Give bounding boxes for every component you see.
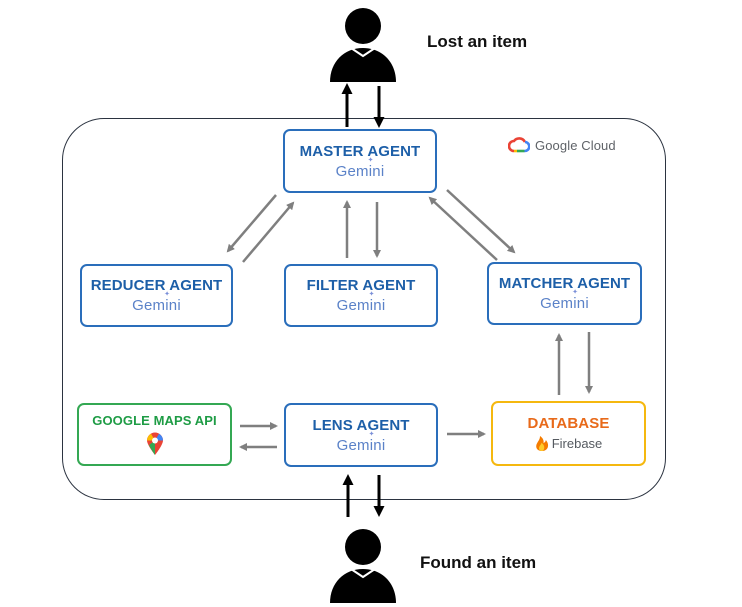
google-cloud-label: Google Cloud <box>535 137 616 153</box>
arrow-matcher-to-master <box>428 196 498 261</box>
arrow-master-to-reducer <box>226 194 277 253</box>
google-maps-api-title: GOOGLE MAPS API <box>92 413 217 428</box>
database-title: DATABASE <box>527 415 610 432</box>
filter-agent-model: Gemini✦ <box>336 291 386 314</box>
lens-agent-title: LENS AGENT <box>312 416 410 434</box>
google-cloud-logo: Google Cloud <box>508 135 616 155</box>
reducer-agent-box: REDUCER AGENT Gemini✦ <box>80 264 233 327</box>
lens-agent-box: LENS AGENT Gemini✦ <box>284 403 438 467</box>
found-item-label: Found an item <box>420 553 537 572</box>
gemini-sparkle-icon: ✦ <box>368 291 375 298</box>
master-agent-title: MASTER AGENT <box>299 142 421 160</box>
filter-agent-box: FILTER AGENT Gemini✦ <box>284 264 438 327</box>
reducer-agent-title: REDUCER AGENT <box>90 277 223 294</box>
person-icon-bottom <box>330 529 396 603</box>
firebase-logo: Firebase <box>535 434 603 452</box>
matcher-agent-title: MATCHER AGENT <box>498 275 631 292</box>
reducer-agent-model: Gemini✦ <box>132 291 181 314</box>
matcher-agent-box: MATCHER AGENT Gemini✦ <box>487 262 642 325</box>
master-agent-box: MASTER AGENT Gemini✦ <box>283 129 437 193</box>
master-agent-model: Gemini✦ <box>335 156 385 180</box>
gemini-sparkle-icon: ✦ <box>572 289 579 296</box>
lens-agent-model: Gemini✦ <box>336 430 386 454</box>
google-cloud-boundary <box>62 118 666 500</box>
database-box: DATABASE Firebase <box>491 401 646 466</box>
firebase-flame-icon <box>535 436 548 451</box>
google-maps-api-box: GOOGLE MAPS API <box>77 403 232 466</box>
arrow-reducer-to-master <box>242 201 295 263</box>
matcher-agent-model: Gemini✦ <box>540 289 589 312</box>
filter-agent-title: FILTER AGENT <box>306 277 416 294</box>
arrow-master-to-matcher <box>446 189 516 254</box>
firebase-label: Firebase <box>551 435 603 451</box>
gemini-sparkle-icon: ✦ <box>164 291 171 298</box>
google-maps-pin-icon <box>146 432 163 455</box>
google-cloud-icon <box>508 137 530 153</box>
lost-item-label: Lost an item <box>427 32 528 51</box>
gemini-sparkle-icon: ✦ <box>368 430 375 438</box>
gemini-sparkle-icon: ✦ <box>367 156 374 164</box>
person-icon-top <box>330 8 396 82</box>
